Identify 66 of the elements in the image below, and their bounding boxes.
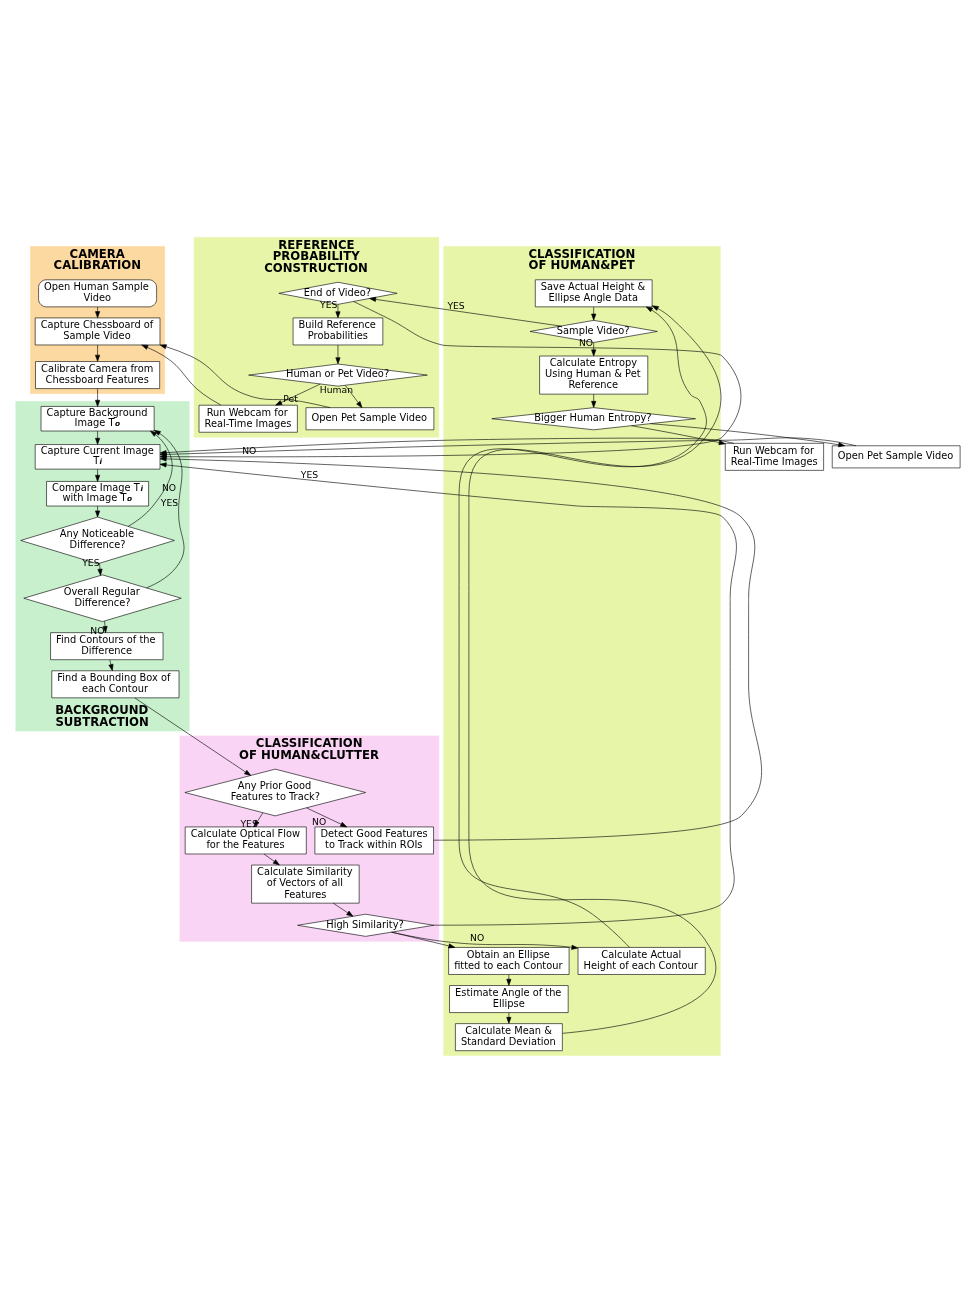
node-box: Calculate Mean & Standard Deviation [455, 1023, 563, 1051]
edge-label: YES [160, 497, 179, 509]
arrow [159, 344, 331, 408]
edge-label: Human [319, 384, 354, 396]
arrow [591, 306, 597, 321]
arrow [102, 620, 108, 633]
node-box: Open Pet Sample Video [305, 407, 435, 431]
arrow [95, 306, 101, 319]
arrow [650, 423, 846, 448]
arrow [506, 974, 512, 986]
arrow [95, 469, 101, 482]
node-box: Calculate Similarity of Vectors of all Features [251, 864, 360, 904]
edge-label: YES [82, 556, 100, 568]
arrow [134, 697, 252, 776]
arrow [95, 388, 101, 407]
arrow [97, 562, 103, 576]
node-box: Capture Chessboard of Sample Video [34, 317, 161, 346]
edge-label: NO [161, 481, 177, 493]
node-box: Save Actual Height & Ellipse Angle Data [535, 279, 653, 308]
arrow [458, 306, 707, 948]
arrow [275, 383, 321, 406]
node-box: Calculate Entropy Using Human & Pet Reference [539, 355, 649, 395]
node-box: Run Webcam for Real-Time Images [724, 443, 824, 471]
node-box: Open Pet Sample Video [831, 445, 961, 469]
edge-label: NO [242, 444, 257, 456]
arrow [159, 462, 737, 926]
node-box: Detect Good Features to Track within ROIs [314, 826, 434, 855]
arrow [108, 659, 114, 671]
arrow [335, 304, 341, 319]
arrow [391, 931, 579, 950]
node-box: Run Webcam for Real-Time Images [198, 404, 298, 433]
arrow [95, 344, 101, 362]
node-diamond: Human or Pet Video? [248, 363, 428, 387]
arrow [95, 430, 101, 445]
arrow [95, 505, 101, 518]
node-diamond: Bigger Human Entropy? [491, 407, 696, 431]
arrow [146, 429, 185, 589]
arrow [506, 1012, 512, 1024]
arrow [369, 296, 562, 327]
edge-label: NO [312, 815, 327, 827]
arrow [127, 430, 173, 527]
arrow [391, 931, 456, 949]
arrow [344, 385, 363, 408]
node-diamond: High Similarity? [297, 913, 434, 937]
arrow [631, 425, 726, 445]
node-box: Build Reference Probabilities [292, 317, 384, 346]
node-box: Obtain an Ellipse fitted to each Contour [448, 947, 570, 975]
node-box: Find a Bounding Box of each Contour [51, 670, 180, 699]
arrow [468, 305, 722, 1034]
arrow [591, 393, 597, 408]
arrow [335, 344, 341, 365]
node-box: Estimate Angle of the Ellipse [449, 985, 569, 1013]
arrow [306, 807, 348, 828]
edge-label: Pet [283, 392, 298, 404]
arrow [141, 344, 222, 406]
node-box: Calibrate Camera from Chessboard Features [35, 361, 160, 389]
edge-label: YES [300, 468, 319, 480]
edge-label: NO [470, 932, 485, 944]
node-box: Calculate Optical Flow for the Features [184, 826, 307, 855]
arrow [263, 853, 280, 866]
node-diamond: Overall Regular Difference? [23, 574, 182, 622]
arrow [332, 902, 354, 917]
edge-label: YES [447, 300, 465, 312]
node-box: Open Human Sample Video [38, 279, 157, 308]
node-box: Calculate Actual Height of each Contour [577, 947, 706, 975]
arrow [591, 342, 597, 357]
